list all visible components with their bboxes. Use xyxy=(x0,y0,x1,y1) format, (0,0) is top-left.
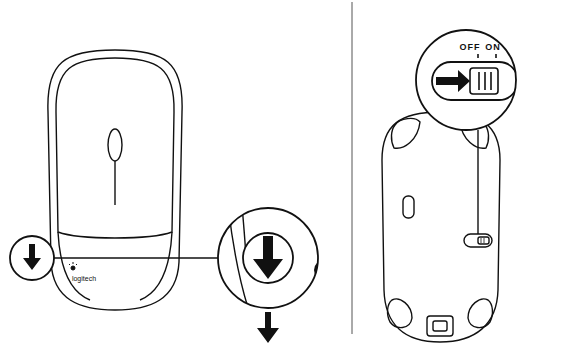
divider-line xyxy=(352,2,353,334)
battery-door-callout xyxy=(10,236,218,280)
switch-position-label: OFF xyxy=(460,43,481,52)
mouse-bottom-view xyxy=(382,112,500,342)
power-switch-zoom xyxy=(416,30,518,130)
switch-position-label: ON xyxy=(485,43,501,52)
brand-logo-text: logitech xyxy=(72,275,96,282)
battery-door-zoom xyxy=(218,205,334,343)
mouse-top-view xyxy=(48,50,182,310)
